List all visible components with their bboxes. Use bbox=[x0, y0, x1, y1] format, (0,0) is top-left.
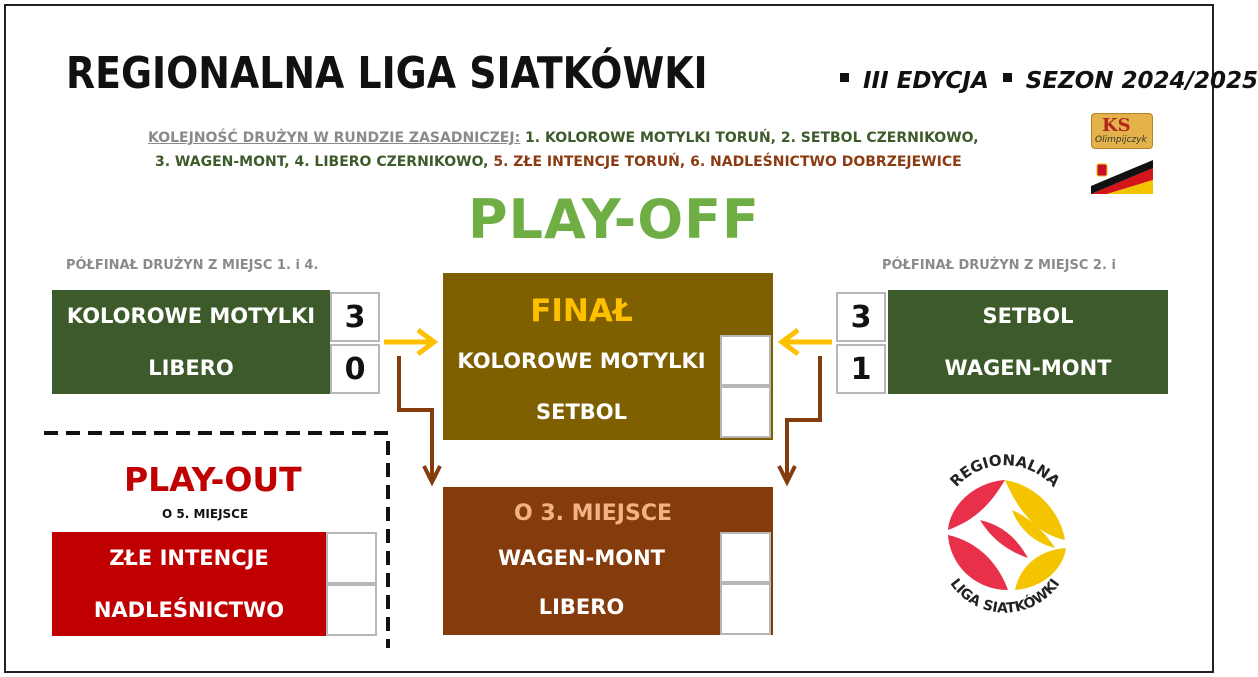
playout-team-2: NADLEŚNICTWO bbox=[52, 584, 326, 636]
semi-right-team-2: WAGEN-MONT bbox=[888, 342, 1168, 394]
page-title: REGIONALNA LIGA SIATKÓWKI bbox=[66, 48, 708, 99]
final-team-2: SETBOL bbox=[535, 400, 628, 424]
season-label: SEZON 2024/2025 bbox=[1025, 68, 1258, 94]
playout-team-1: ZŁE INTENCJE bbox=[52, 532, 326, 584]
ks-olimpijczyk-logo: KS Olimpijczyk bbox=[1091, 113, 1153, 149]
final-title: FINAŁ bbox=[530, 293, 633, 329]
semi-left-score-2: 0 bbox=[330, 344, 380, 394]
standing-item: 2. SETBOL CZERNIKOWO, bbox=[780, 130, 979, 146]
municipality-flag-logo bbox=[1091, 160, 1153, 194]
bracket-connectors bbox=[44, 328, 832, 648]
semi-left-team-2: LIBERO bbox=[52, 342, 330, 394]
arrow-left-icon bbox=[777, 328, 832, 356]
standing-item: 5. ZŁE INTENCJE TORUŃ, bbox=[493, 154, 686, 170]
bullet-square-icon bbox=[1002, 73, 1012, 82]
final-team-1: KOLOROWE MOTYLKI bbox=[457, 349, 706, 373]
semi-left-score-1: 3 bbox=[330, 292, 380, 342]
arrow-down-icon bbox=[777, 356, 822, 487]
third-place-title: O 3. MIEJSCE bbox=[514, 501, 672, 526]
standing-item: 6. NADLEŚNICTWO DOBRZEJEWICE bbox=[690, 154, 962, 170]
header: REGIONALNA LIGA SIATKÓWKI III EDYCJA SEZ… bbox=[66, 48, 1258, 99]
final-score-2 bbox=[720, 386, 771, 438]
standings-line-2: 3. WAGEN-MONT, 4. LIBERO CZERNIKOWO, 5. … bbox=[155, 154, 962, 170]
semi-right-label: PÓŁFINAŁ DRUŻYN Z MIEJSC 2. i bbox=[882, 258, 1116, 273]
standings-line-1: KOLEJNOŚĆ DRUŻYN W RUNDZIE ZASADNICZEJ: … bbox=[148, 130, 979, 146]
standing-item: 1. KOLOROWE MOTYLKI TORUŃ, bbox=[525, 130, 776, 146]
final-score-1 bbox=[720, 335, 771, 386]
semi-left-team-1: KOLOROWE MOTYLKI bbox=[52, 290, 330, 342]
semi-right-score-1: 3 bbox=[836, 292, 886, 342]
standings-label: KOLEJNOŚĆ DRUŻYN W RUNDZIE ZASADNICZEJ: bbox=[148, 130, 521, 146]
third-place-block: O 3. MIEJSCE WAGEN-MONT LIBERO bbox=[443, 487, 773, 635]
third-place-score-2 bbox=[720, 583, 771, 635]
rls-logo: REGIONALNA LIGA SIATKÓWKI bbox=[943, 451, 1067, 617]
arrow-right-icon bbox=[384, 328, 439, 356]
semi-right-score-2: 1 bbox=[836, 344, 886, 394]
playout-score-1 bbox=[326, 532, 377, 584]
volleyball-icon bbox=[1005, 480, 1065, 540]
playout-score-2 bbox=[326, 584, 377, 636]
playout-separator-dashed bbox=[44, 431, 390, 648]
playout-title: PLAY-OUT bbox=[124, 460, 302, 499]
final-block: FINAŁ KOLOROWE MOTYLKI SETBOL bbox=[443, 273, 773, 440]
semi-right-team-1: SETBOL bbox=[888, 290, 1168, 342]
edition-label: III EDYCJA bbox=[863, 68, 989, 94]
playoff-title: PLAY-OFF bbox=[468, 188, 760, 251]
standing-item: 3. WAGEN-MONT, bbox=[155, 154, 290, 170]
arrow-down-icon bbox=[397, 356, 442, 487]
third-place-team-2: LIBERO bbox=[538, 595, 625, 619]
third-place-score-1 bbox=[720, 532, 771, 583]
playout-subtitle: O 5. MIEJSCE bbox=[162, 507, 249, 521]
standing-item: 4. LIBERO CZERNIKOWO, bbox=[294, 154, 489, 170]
third-place-team-1: WAGEN-MONT bbox=[498, 546, 665, 570]
bullet-square-icon bbox=[840, 73, 849, 82]
semi-left-label: PÓŁFINAŁ DRUŻYN Z MIEJSC 1. i 4. bbox=[66, 258, 319, 273]
